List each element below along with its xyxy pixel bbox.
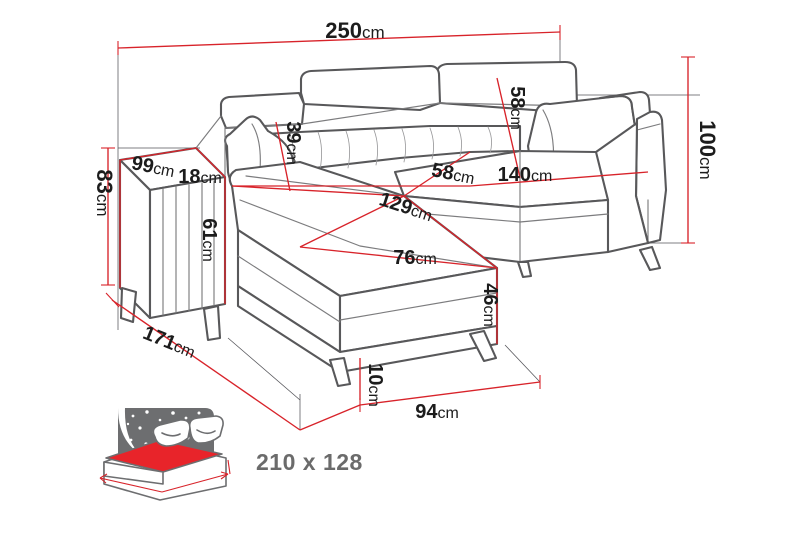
sofa-illustration xyxy=(118,60,668,388)
headrest-left xyxy=(219,91,306,130)
dimline-76 xyxy=(299,246,498,269)
dimline-94 xyxy=(359,381,541,406)
dimension-label-backrest-depth: 58cm xyxy=(506,86,528,130)
leg-chaise-right xyxy=(468,329,498,363)
headrest-middle xyxy=(299,64,442,112)
leg-left-outer xyxy=(119,286,138,324)
bed-arrow-side xyxy=(161,473,229,493)
arm-right xyxy=(634,110,668,245)
dimline-18 xyxy=(195,147,226,178)
dimension-label-backrest-height: 83cm xyxy=(92,169,117,216)
dimension-label-leg-height: 10cm xyxy=(364,363,386,407)
arm-left-tufting xyxy=(162,180,215,316)
dimension-label-arm-depth: 61cm xyxy=(198,218,220,262)
bed-arrow-top xyxy=(227,459,231,475)
bed-pillow-right xyxy=(188,415,224,444)
dimension-label-seat-height: 46cm xyxy=(479,283,501,327)
dimline-39 xyxy=(275,121,291,192)
dimline-58-seat xyxy=(403,151,471,197)
leg-right-front xyxy=(516,260,533,279)
dimension-label-total-height: 100cm xyxy=(695,120,720,179)
dimension-label-seat-depth-front: 39cm xyxy=(282,121,304,165)
leg-left-inner xyxy=(202,304,222,342)
bed-side-edge xyxy=(103,461,164,485)
moon-swoosh xyxy=(118,408,141,455)
bed-arrow-front xyxy=(99,477,163,493)
dimline-58-back xyxy=(496,77,521,179)
headrest-right xyxy=(435,60,579,114)
dimension-label-chaise-width: 76cm xyxy=(393,247,437,269)
dimension-label-side-depth: 171cm xyxy=(140,322,199,363)
leg-chaise-front xyxy=(328,356,352,388)
dimension-label-seat-depth-right: 58cm xyxy=(430,159,477,189)
dimline-171 xyxy=(111,299,301,431)
dimension-label-total-width: 250cm xyxy=(325,18,384,43)
leg-right-back xyxy=(638,245,662,272)
sleeping-area-icon: 210 x 128 xyxy=(99,408,363,501)
dimline-250 xyxy=(117,31,561,49)
dimension-label-seat-width-right: 140cm xyxy=(498,164,553,186)
dimension-label-arm-length: 99cm xyxy=(130,152,177,182)
dimension-lines xyxy=(101,25,695,431)
dimension-label-base-depth: 94cm xyxy=(415,401,459,423)
dimension-label-arm-width: 18cm xyxy=(178,166,222,188)
dimline-99 xyxy=(119,147,197,161)
dimline-140 xyxy=(469,171,649,187)
sleeping-area-label: 210 x 128 xyxy=(256,449,363,475)
